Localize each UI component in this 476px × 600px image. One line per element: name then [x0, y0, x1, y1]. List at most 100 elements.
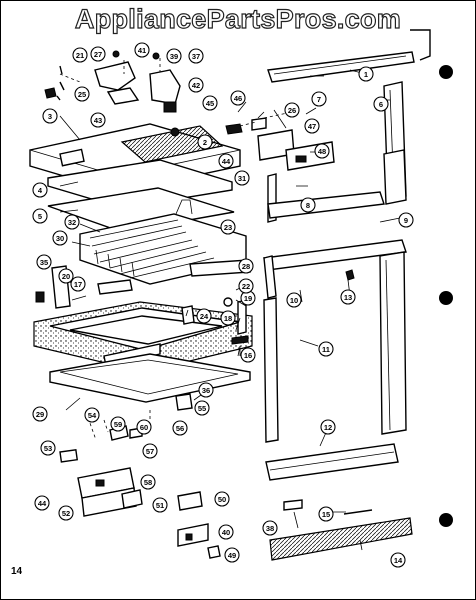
drip-tray [49, 353, 251, 403]
svg-text:18: 18 [224, 314, 232, 323]
callout-1: 1 [358, 66, 374, 82]
callout-44: 44 [34, 495, 50, 511]
callout-16: 16 [240, 347, 256, 363]
callout-7: 7 [311, 91, 327, 107]
callout-57: 57 [142, 443, 158, 459]
callout-35: 35 [36, 254, 52, 270]
svg-text:13: 13 [344, 293, 352, 302]
callout-26: 26 [284, 102, 300, 118]
svg-text:57: 57 [146, 447, 154, 456]
svg-text:56: 56 [176, 424, 184, 433]
callout-58: 58 [140, 474, 156, 490]
fan-motor-bracket [44, 50, 181, 113]
fresh-food-door-panel [263, 251, 407, 443]
callout-21: 21 [72, 47, 88, 63]
svg-text:53: 53 [44, 444, 52, 453]
svg-text:10: 10 [290, 296, 298, 305]
callout-37: 37 [188, 48, 204, 64]
callout-24: 24 [196, 308, 212, 324]
svg-text:48: 48 [318, 147, 326, 156]
callout-53: 53 [40, 440, 56, 456]
callout-39: 39 [166, 48, 182, 64]
freezer-door-top-trim [267, 29, 431, 83]
callout-49: 49 [224, 547, 240, 563]
callout-9: 9 [398, 212, 414, 228]
svg-text:60: 60 [140, 423, 148, 432]
svg-text:26: 26 [288, 106, 296, 115]
callout-25: 25 [74, 86, 90, 102]
svg-text:29: 29 [36, 410, 44, 419]
callout-labels: 1234567891011121314151617181920212223242… [32, 42, 414, 568]
callout-44: 44 [218, 153, 234, 169]
svg-text:24: 24 [200, 312, 209, 321]
callout-59: 59 [110, 416, 126, 432]
callout-40: 40 [218, 524, 234, 540]
svg-text:19: 19 [244, 294, 252, 303]
svg-text:55: 55 [198, 404, 206, 413]
svg-text:16: 16 [244, 351, 252, 360]
callout-2: 2 [197, 134, 213, 150]
svg-text:7: 7 [317, 95, 321, 104]
svg-text:1: 1 [364, 70, 368, 79]
svg-text:39: 39 [170, 52, 178, 61]
svg-text:22: 22 [242, 282, 250, 291]
insulation-pad [47, 187, 235, 233]
callout-54: 54 [84, 407, 100, 423]
callout-30: 30 [52, 230, 68, 246]
svg-text:44: 44 [38, 499, 47, 508]
svg-text:44: 44 [222, 157, 231, 166]
svg-text:27: 27 [94, 50, 102, 59]
callout-56: 56 [172, 420, 188, 436]
svg-text:9: 9 [404, 216, 408, 225]
svg-text:37: 37 [192, 52, 200, 61]
svg-text:21: 21 [76, 51, 84, 60]
page-number: 14 [11, 566, 23, 577]
callout-29: 29 [32, 406, 48, 422]
callout-12: 12 [320, 419, 336, 435]
svg-text:51: 51 [156, 501, 164, 510]
callout-13: 13 [340, 289, 356, 305]
callout-50: 50 [214, 491, 230, 507]
cover-plate [47, 159, 233, 209]
svg-text:46: 46 [234, 94, 242, 103]
callout-4: 4 [32, 182, 48, 198]
svg-text:52: 52 [62, 509, 70, 518]
svg-text:47: 47 [308, 122, 316, 131]
callout-5: 5 [32, 208, 48, 224]
fresh-food-door-trim [263, 239, 407, 299]
callout-10: 10 [286, 292, 302, 308]
svg-text:3: 3 [48, 112, 52, 121]
svg-text:23: 23 [224, 223, 232, 232]
svg-text:38: 38 [266, 524, 274, 533]
svg-text:2: 2 [203, 138, 207, 147]
callout-47: 47 [304, 118, 320, 134]
svg-text:14: 14 [394, 556, 403, 565]
watermark: AppliancePartsPros.com [74, 3, 402, 34]
svg-text:35: 35 [40, 258, 48, 267]
callout-52: 52 [58, 505, 74, 521]
svg-text:42: 42 [192, 81, 200, 90]
svg-text:58: 58 [144, 478, 152, 487]
control-housing [59, 393, 221, 559]
callout-23: 23 [220, 219, 236, 235]
callout-45: 45 [202, 95, 218, 111]
callout-17: 17 [70, 276, 86, 292]
door-shelf-bar [265, 443, 399, 481]
svg-text:59: 59 [114, 420, 122, 429]
registration-mark [439, 65, 453, 79]
callout-11: 11 [318, 341, 334, 357]
callout-18: 18 [220, 310, 236, 326]
callout-48: 48 [314, 143, 330, 159]
svg-text:20: 20 [62, 272, 70, 281]
callout-51: 51 [152, 497, 168, 513]
callout-46: 46 [230, 90, 246, 106]
callout-22: 22 [238, 278, 254, 294]
svg-text:25: 25 [78, 90, 86, 99]
callout-36: 36 [198, 382, 214, 398]
svg-text:4: 4 [38, 186, 43, 195]
svg-text:28: 28 [242, 262, 250, 271]
callout-20: 20 [58, 268, 74, 284]
light-switch-assembly [225, 111, 335, 171]
svg-text:6: 6 [379, 100, 383, 109]
